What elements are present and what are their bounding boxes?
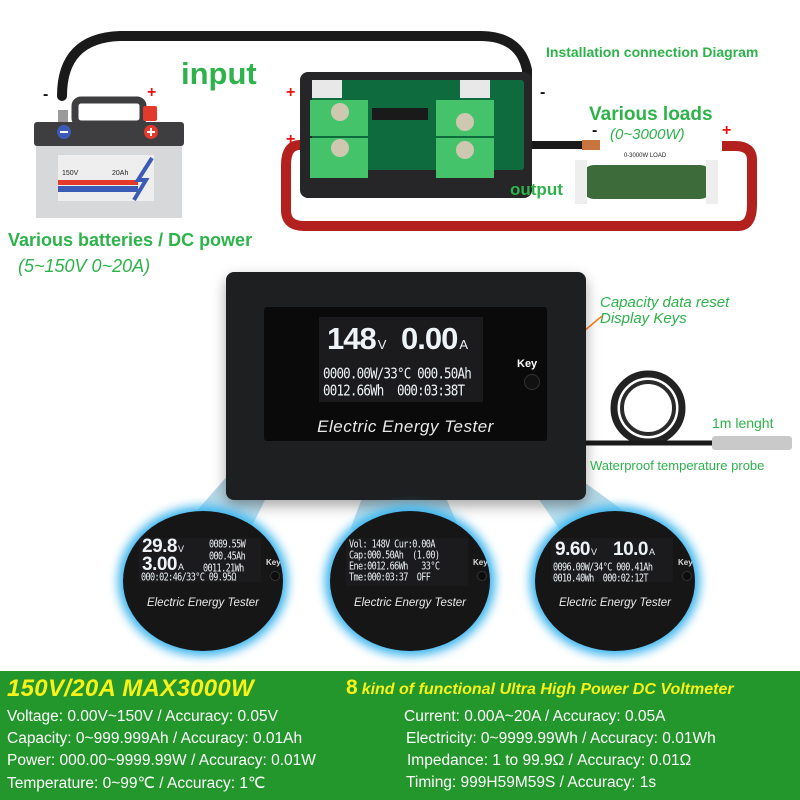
- key-note-line2: Display Keys: [600, 310, 687, 327]
- screen-1-energy: 0011.21Wh: [203, 563, 244, 575]
- module-negative-sign: -: [540, 84, 546, 101]
- spec-electricity: Electricity: 0~9999.99Wh / Accuracy: 0.0…: [406, 730, 716, 747]
- spec-power: Power: 000.00~9999.99W / Accuracy: 0.01W: [7, 752, 316, 769]
- screen-1-power: 0089.55W: [209, 539, 246, 551]
- load-positive-sign: +: [722, 122, 732, 139]
- screen-3-brand: Electric Energy Tester: [558, 597, 672, 609]
- screen-1-voltage: 29.8V: [142, 536, 184, 557]
- spec-current: Current: 0.00A~20A / Accuracy: 0.05A: [404, 708, 666, 725]
- input-label: input: [181, 56, 257, 91]
- battery-capacity-mark: 20Ah: [112, 170, 128, 177]
- load-label: Various loads: [589, 104, 713, 125]
- key-button[interactable]: [524, 374, 540, 390]
- screen-1-brand: Electric Energy Tester: [146, 597, 260, 609]
- screen-3-voltage: 9.60V: [555, 539, 597, 560]
- module-output-positive-sign: +: [286, 131, 296, 148]
- screen-2-display: Vol: 148V Cur:0.00A Cap:000.50Ah (1.00) …: [346, 538, 468, 586]
- key-note-line1: Capacity data reset: [600, 294, 730, 311]
- screen-2-row-vol-cur: Vol: 148V Cur:0.00A: [349, 539, 435, 551]
- screen-3-current: 10.0A: [613, 539, 655, 560]
- screen-2-row-tme: Tme:000:03:37 OFF: [349, 572, 431, 584]
- zoom-screen-1: 29.8V 3.00A 0089.55W 000.45Ah 0011.21Wh …: [123, 511, 283, 651]
- key-annotation: Capacity data reset Display Keys: [600, 295, 729, 327]
- copper-strands: [582, 140, 600, 150]
- screen-3-key-button: [682, 571, 692, 581]
- spec-voltage: Voltage: 0.00V~150V / Accuracy: 0.05V: [7, 708, 279, 725]
- screen-2-brand: Electric Energy Tester: [353, 597, 467, 609]
- diagram-title: Installation connection Diagram: [546, 44, 759, 60]
- screen-1-key-label: Key: [266, 558, 281, 567]
- power-temp-capacity-line: 0000.00W/33°C 000.50Ah: [323, 364, 472, 382]
- zoom-screen-2: Vol: 148V Cur:0.00A Cap:000.50Ah (1.00) …: [330, 511, 490, 651]
- screen-2-key-button: [477, 571, 487, 581]
- output-label: output: [510, 180, 563, 199]
- screen-3-display: 9.60V 10.0A 0096.00W/34°C 000.41Ah 0010.…: [551, 538, 673, 585]
- screen-3-line2: 0010.40Wh 000:02:12T: [553, 573, 648, 585]
- screen-3-key-label: Key: [678, 558, 693, 567]
- screen-1-current: 3.00A: [142, 554, 184, 575]
- energy-timer-line: 0012.66Wh 000:03:38T: [323, 381, 465, 399]
- screen-2-key-label: Key: [473, 558, 488, 567]
- screen-2-row-ene: Ene:0012.66Wh 33°C: [349, 561, 440, 573]
- load-negative-sign: -: [592, 122, 598, 139]
- spec-capacity: Capacity: 0~999.999Ah / Accuracy: 0.01Ah: [7, 730, 303, 747]
- battery-label: Various batteries / DC power: [8, 230, 253, 250]
- probe-tip: [712, 436, 792, 450]
- load-resistor: [582, 165, 712, 199]
- battery-positive-sign: +: [147, 84, 157, 101]
- meter-brand: Electric Energy Tester: [317, 417, 494, 436]
- battery-negative-sign: -: [43, 86, 49, 103]
- probe-length-label: 1m lenght: [712, 415, 774, 431]
- spec-timing: Timing: 999H59M59S / Accuracy: 1s: [406, 774, 657, 791]
- screen-1-key-button: [270, 571, 280, 581]
- battery-range: (5~150V 0~20A): [18, 256, 151, 276]
- probe-label: Waterproof temperature probe: [590, 458, 765, 473]
- screen-1-capacity: 000.45Ah: [209, 551, 246, 563]
- screen-1-display: 29.8V 3.00A 0089.55W 000.45Ah 0011.21Wh …: [139, 536, 261, 584]
- spec-temperature: Temperature: 0~99℃ / Accuracy: 1℃: [7, 775, 266, 792]
- screen-1-bottom-line: 000:02:46/33°C 09.95Ω: [141, 572, 236, 584]
- battery-voltage-mark: 150V: [62, 170, 79, 177]
- module-input-positive-sign: +: [286, 84, 296, 101]
- zoom-screen-3: 9.60V 10.0A 0096.00W/34°C 000.41Ah 0010.…: [535, 511, 695, 651]
- spec-impedance: Impedance: 1 to 99.9Ω / Accuracy: 0.01Ω: [407, 752, 692, 769]
- load-marking: 0-3000W LOAD: [624, 153, 667, 159]
- screen-2-row-cap: Cap:000.50Ah (1.00): [349, 550, 440, 562]
- screen-3-line1: 0096.00W/34°C 000.41Ah: [553, 562, 653, 574]
- banner-headline: 150V/20A MAX3000W: [7, 675, 254, 702]
- key-label: Key: [517, 358, 538, 370]
- load-range: (0~3000W): [610, 126, 685, 143]
